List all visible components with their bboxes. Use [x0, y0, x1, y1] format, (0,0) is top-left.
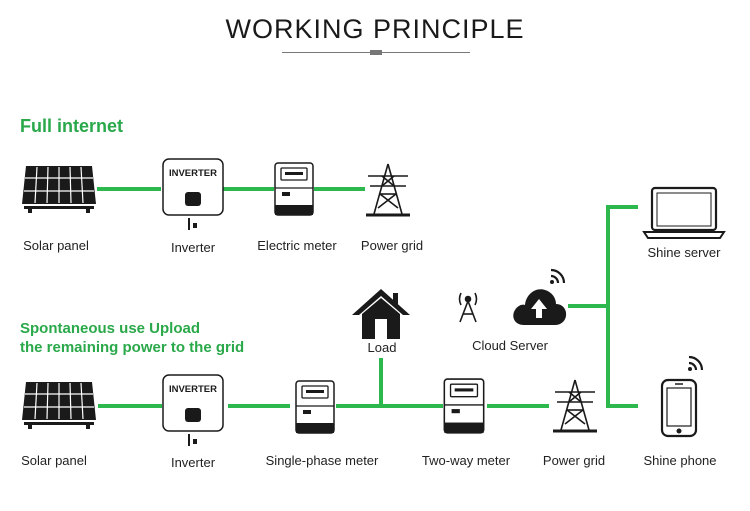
shine-server-label: Shine server [647, 245, 721, 260]
connector-row1-inverter-meter [223, 187, 274, 191]
row1-inverter-label: Inverter [170, 240, 216, 255]
connector-row1-solar-inverter [97, 187, 161, 191]
row1-power-grid-label: Power grid [360, 238, 424, 253]
wifi-icon [686, 355, 706, 373]
inverter-icon-text: INVERTER [169, 384, 217, 395]
page-title: WORKING PRINCIPLE [225, 14, 525, 44]
connector-row2-twoway-grid [487, 404, 549, 408]
wifi-icon [548, 268, 568, 286]
row2-single-phase-meter-label: Single-phase meter [265, 453, 379, 468]
pylon-icon [364, 162, 412, 218]
section-full-internet: Full internet [20, 116, 123, 136]
row2-power-grid-label: Power grid [542, 453, 606, 468]
meter-icon [443, 378, 485, 436]
solar-panel-icon [20, 380, 98, 430]
house-icon [350, 287, 412, 341]
connector-row2-inverter-meter [228, 404, 290, 408]
connector-load [379, 358, 383, 406]
connector-hub-server [606, 205, 638, 209]
connector-hub-phone [606, 404, 638, 408]
meter-icon [274, 162, 314, 218]
antenna-icon [455, 290, 481, 324]
load-label: Load [367, 340, 397, 355]
shine-phone-label: Shine phone [643, 453, 717, 468]
laptop-icon [642, 186, 726, 240]
title-underline-mark [370, 50, 382, 55]
row1-electric-meter-label: Electric meter [257, 238, 337, 253]
section-spontaneous-line1: Spontaneous use Upload [20, 320, 201, 337]
connector-cloud-hub [568, 304, 608, 308]
row1-solar-panel-label: Solar panel [23, 238, 89, 253]
cloud-upload-icon [510, 283, 568, 327]
inverter-icon-text: INVERTER [169, 168, 217, 179]
row2-solar-panel-label: Solar panel [21, 453, 87, 468]
row2-inverter-label: Inverter [170, 455, 216, 470]
cloud-server-label: Cloud Server [472, 338, 548, 353]
section-spontaneous-line2: the remaining power to the grid [20, 339, 245, 356]
inverter-icon: INVERTER [162, 158, 224, 232]
connector-row2-solar-inverter [98, 404, 162, 408]
meter-icon [294, 380, 336, 436]
connector-row2-meter-twoway [336, 404, 443, 408]
row2-two-way-meter-label: Two-way meter [421, 453, 511, 468]
solar-panel-icon [20, 164, 98, 214]
inverter-icon: INVERTER [162, 374, 224, 448]
connector-row1-meter-grid [314, 187, 365, 191]
connector-hub-vertical [606, 205, 610, 408]
pylon-icon [548, 378, 602, 434]
phone-icon [660, 378, 698, 438]
